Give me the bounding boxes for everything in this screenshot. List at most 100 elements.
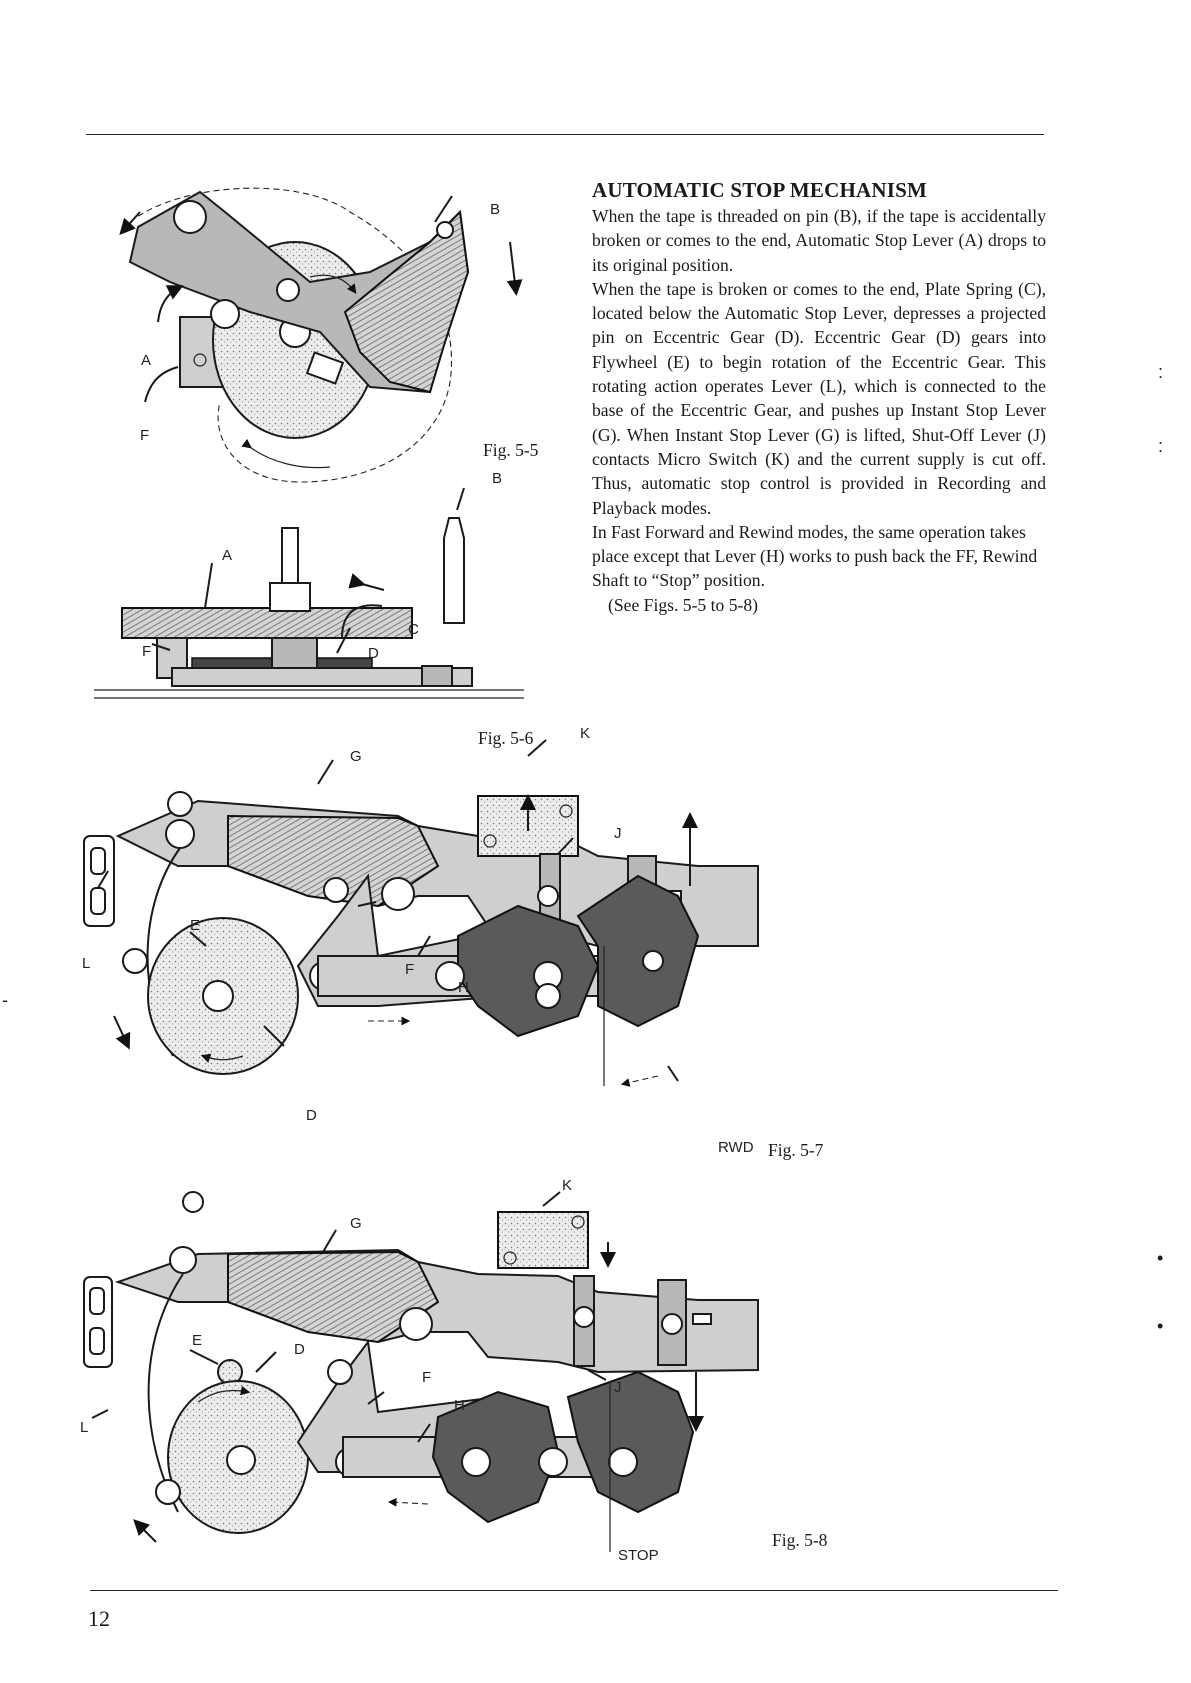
rotation-arrow-lower: [241, 438, 331, 469]
caption-fig-5-8: Fig. 5-8: [772, 1530, 828, 1550]
rotation-arrow-d: [197, 1385, 251, 1403]
switch-screw-1: [483, 834, 497, 848]
motion-arrow-right: [506, 241, 523, 296]
phillips-screw: [399, 1307, 433, 1341]
article-paragraph-1: When the tape is threaded on pin (B), if…: [592, 206, 1046, 275]
pin-b-side: [443, 517, 465, 624]
switch-screw-1: [503, 1251, 517, 1265]
leader-e: [189, 1349, 219, 1365]
margin-mark: -: [2, 990, 8, 1010]
cam-left: [431, 1390, 560, 1524]
bottom-rule: [90, 1590, 1058, 1591]
lever-j-screw: [573, 1306, 595, 1328]
rotation-arrow-d: [200, 1053, 244, 1063]
label-g: G: [350, 1215, 362, 1232]
leader-e: [189, 931, 207, 947]
cam-pin-left: [435, 961, 465, 991]
label-d: D: [368, 645, 379, 662]
pivot-top: [167, 791, 193, 817]
bracket-hole: [193, 353, 207, 367]
label-f: F: [142, 643, 151, 660]
lever-f-pivot: [323, 877, 349, 903]
figure-5-7: G K J E L F H D RWD: [82, 725, 759, 1156]
leader-h: [417, 935, 431, 957]
label-l: L: [82, 955, 90, 972]
leader-f: [357, 901, 377, 907]
figure-5-5: B A F: [119, 187, 523, 483]
page-number: 12: [88, 1606, 110, 1631]
label-g: G: [350, 748, 362, 765]
plate-spring-c: [341, 604, 383, 639]
loose-ring: [182, 1191, 204, 1213]
leader-f: [151, 643, 171, 651]
lever-l-pin: [155, 1479, 181, 1505]
lever-f-pivot: [327, 1359, 353, 1385]
leader-j: [557, 837, 574, 855]
rotation-arrow: [309, 274, 357, 294]
lever-l-pin: [122, 948, 148, 974]
switch-screw-2: [559, 804, 573, 818]
leader-l: [91, 1409, 109, 1419]
label-d: D: [306, 1107, 317, 1124]
gear-hub: [226, 1445, 256, 1475]
leader-rwd: [667, 1065, 679, 1082]
switch-screw-2: [571, 1215, 585, 1229]
margin-mark: •: [1157, 1248, 1164, 1268]
leader-j: [587, 1369, 607, 1381]
leader-f: [144, 366, 179, 403]
pivot-upper-right: [276, 278, 300, 302]
leader-d: [336, 627, 351, 654]
label-l: L: [80, 1419, 88, 1436]
article: AUTOMATIC STOP MECHANISM When the tape i…: [592, 178, 1046, 617]
label-e: E: [192, 1332, 202, 1349]
label-a: A: [141, 352, 151, 369]
caption-fig-5-5: Fig. 5-5: [483, 440, 539, 460]
label-j: J: [614, 825, 622, 842]
cam-pin-center: [538, 1447, 568, 1477]
pin-block: [305, 351, 345, 385]
leader-l: [97, 870, 109, 889]
pivot-g: [169, 1246, 197, 1274]
margin-mark: •: [1157, 1316, 1164, 1336]
label-b: B: [490, 201, 500, 218]
pivot-g: [165, 819, 195, 849]
arrow-l: [133, 1519, 157, 1543]
arrow-l: [113, 1015, 131, 1050]
travel-path-dashed: [129, 187, 452, 483]
bracket-slot-1: [90, 847, 106, 875]
label-h: H: [454, 1397, 465, 1414]
figure-5-8: G K E D J F H L STOP: [80, 1177, 759, 1564]
article-paragraph-2: When the tape is broken or comes to the …: [592, 278, 1046, 518]
label-f: F: [405, 961, 414, 978]
leader-d: [263, 1025, 285, 1047]
leader-a: [157, 285, 184, 323]
bracket-slot-2: [90, 887, 106, 915]
label-b: B: [492, 470, 502, 487]
cam-left: [457, 904, 600, 1038]
pivot-middle: [210, 299, 240, 329]
gear-hub: [202, 980, 234, 1012]
bracket-slot-1: [89, 1287, 105, 1315]
lever-j-screw: [537, 885, 559, 907]
screw-block: [421, 665, 453, 687]
cam-right: [576, 874, 700, 1028]
figure-5-6: A B C D F: [94, 470, 524, 699]
motion-arrow-top: [119, 211, 141, 235]
cam-pin-lower: [535, 983, 561, 1009]
label-h: H: [458, 979, 469, 996]
arrow-rwd: [620, 1075, 659, 1087]
pivot-top: [173, 200, 207, 234]
leader-f: [367, 1391, 385, 1405]
right-screw: [661, 1313, 683, 1335]
article-paragraph-3: In Fast Forward and Rewind modes, the sa…: [592, 521, 1038, 591]
label-c: C: [408, 621, 419, 638]
label-f: F: [422, 1369, 431, 1386]
leader-h: [417, 1423, 431, 1443]
margin-mark: :: [1158, 436, 1164, 456]
gear-hub-side: [271, 637, 318, 669]
label-e: E: [190, 917, 200, 934]
leader-a: [204, 562, 213, 609]
leader-b: [434, 195, 453, 223]
bracket-slot-2: [89, 1327, 105, 1355]
label-k: K: [580, 725, 590, 742]
